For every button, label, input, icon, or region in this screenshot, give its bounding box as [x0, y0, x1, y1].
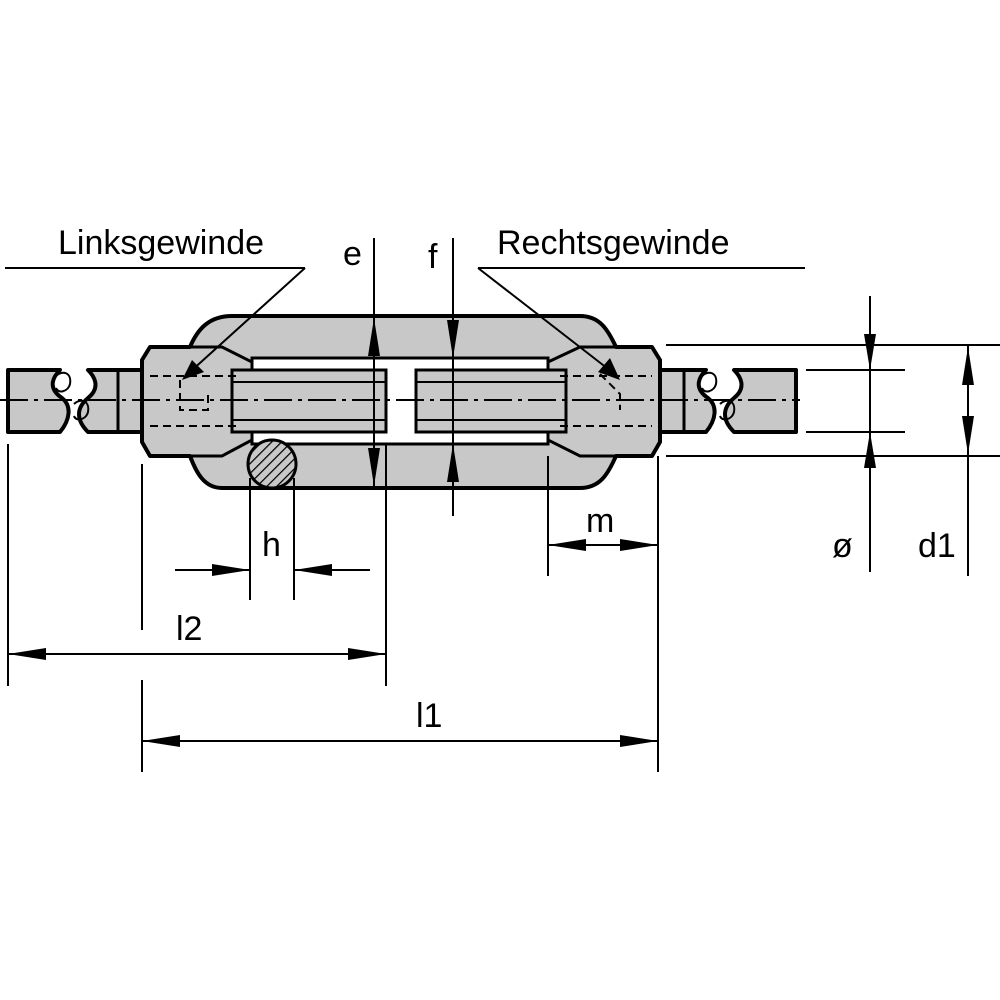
label-h: h — [262, 526, 281, 564]
label-d1: d1 — [918, 527, 956, 565]
label-e: e — [343, 235, 362, 273]
dim-l2 — [7, 444, 387, 686]
right-rod — [653, 368, 798, 434]
label-l2: l2 — [176, 610, 202, 648]
label-l1: l1 — [416, 697, 442, 735]
dim-d1 — [666, 344, 1000, 576]
label-right-thread: Rechtsgewinde — [497, 224, 729, 262]
dim-e — [368, 238, 380, 488]
turnbuckle-body — [140, 314, 662, 490]
thread-leaders — [5, 267, 805, 380]
dim-m — [547, 456, 659, 772]
label-diameter: ø — [832, 527, 853, 565]
frame-section — [246, 438, 298, 490]
label-left-thread: Linksgewinde — [58, 224, 264, 262]
dim-h — [175, 478, 370, 600]
dim-l1 — [141, 464, 658, 772]
label-m: m — [586, 502, 614, 540]
dim-f — [447, 238, 459, 516]
label-f: f — [428, 238, 438, 276]
dim-diameter — [806, 296, 905, 572]
